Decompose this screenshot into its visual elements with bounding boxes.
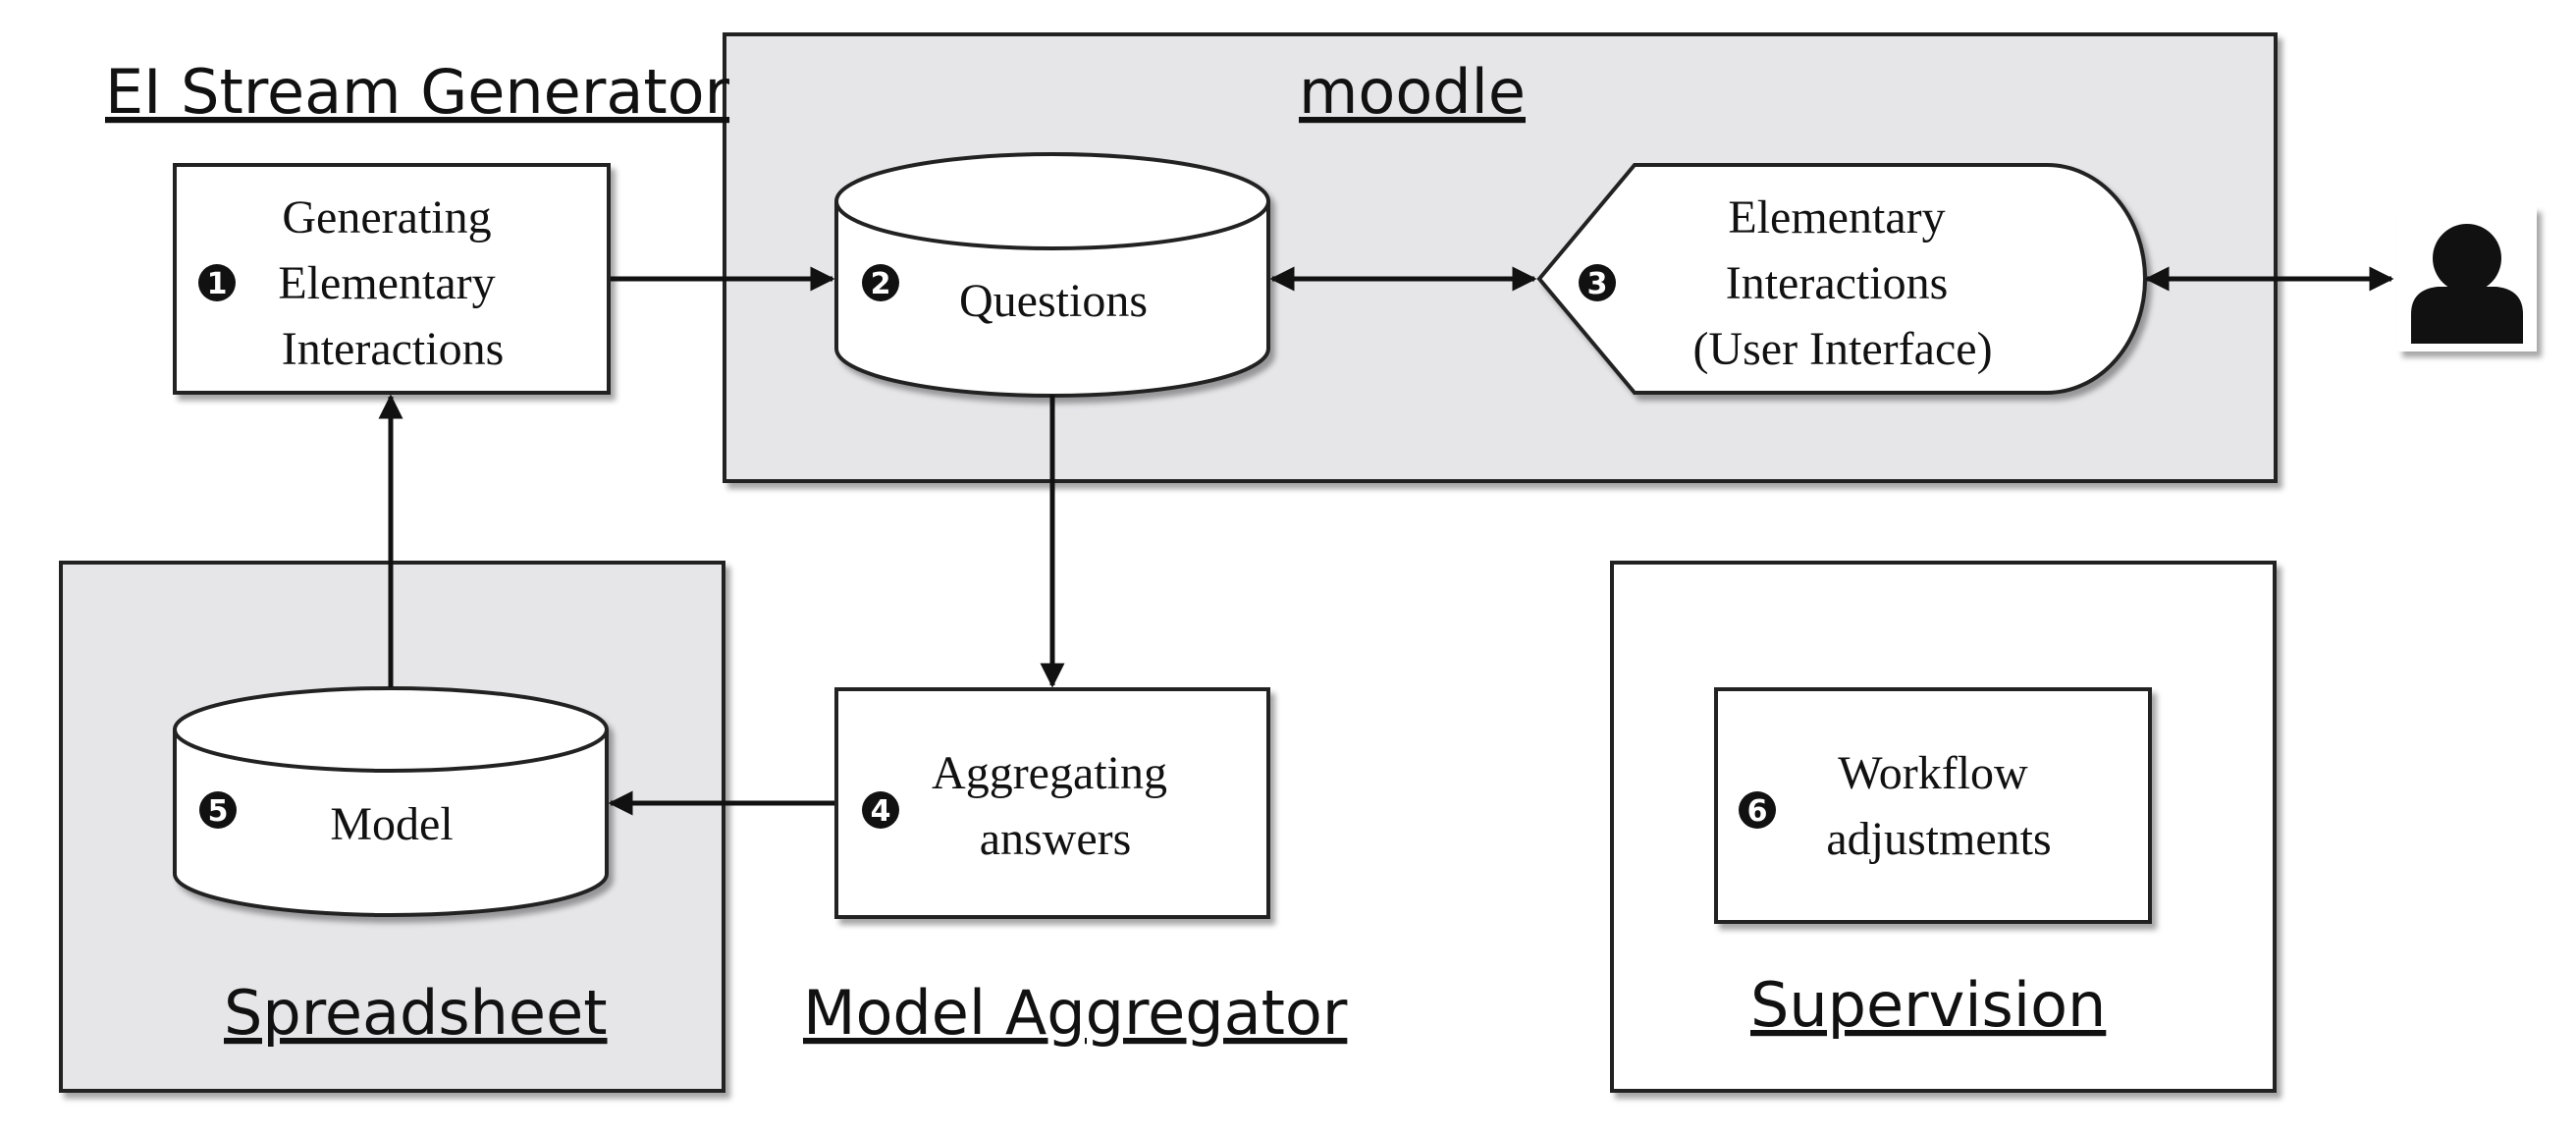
step-badge-6 bbox=[1739, 791, 1776, 829]
node-6-label: Workflow adjustments bbox=[1826, 747, 2051, 865]
node-2-label: Questions bbox=[959, 275, 1148, 327]
node-aggregating-answers: 4 Aggregating answers bbox=[834, 687, 1270, 919]
node-workflow-adjustments: 6 Workflow adjustments bbox=[1714, 687, 2152, 924]
step-number-2: 2 bbox=[871, 267, 891, 301]
step-number-5: 5 bbox=[208, 794, 229, 829]
moodle-title: moodle bbox=[1299, 56, 1526, 128]
step-badge-2 bbox=[862, 264, 899, 301]
model-aggregator-title: Model Aggregator bbox=[803, 977, 1348, 1049]
spreadsheet-title: Spreadsheet bbox=[224, 977, 608, 1049]
node-generating-elementary-interactions: 1 Generating Elementary Interactions bbox=[173, 163, 611, 395]
user-icon bbox=[2397, 206, 2537, 351]
ei-stream-generator-title: EI Stream Generator bbox=[105, 56, 730, 128]
node-1-label: Generating Elementary Interactions bbox=[278, 191, 507, 375]
step-badge-4 bbox=[862, 791, 899, 829]
node-5-label: Model bbox=[330, 798, 453, 850]
step-number-4: 4 bbox=[871, 794, 891, 829]
node-model-database bbox=[173, 686, 609, 917]
node-4-label: Aggregating answers bbox=[932, 747, 1179, 865]
step-number-6: 6 bbox=[1747, 794, 1768, 829]
node-questions-database bbox=[834, 152, 1270, 398]
step-badge-3 bbox=[1579, 264, 1616, 301]
step-number-1: 1 bbox=[207, 267, 228, 301]
step-number-3: 3 bbox=[1587, 267, 1608, 301]
node-3-label: Elementary Interactions (User Interface) bbox=[1692, 191, 1992, 375]
step-badge-1 bbox=[198, 264, 236, 301]
node-user-interface-display: 3 Elementary Interactions (User Interfac… bbox=[1536, 163, 2147, 395]
supervision-title: Supervision bbox=[1750, 969, 2106, 1041]
step-badge-5 bbox=[199, 791, 237, 829]
